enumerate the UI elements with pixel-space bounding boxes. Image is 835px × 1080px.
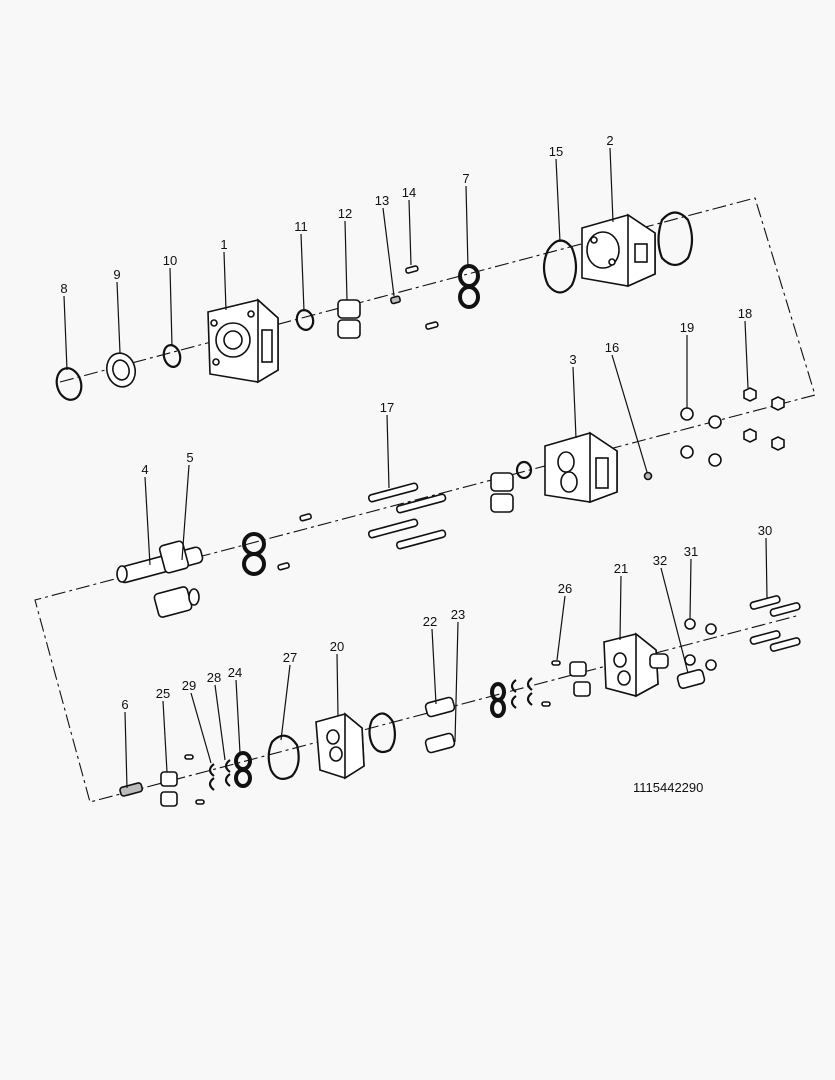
callout-4: 4 <box>141 462 148 477</box>
part-7-seals <box>458 264 480 309</box>
part-2-gasket <box>657 211 694 267</box>
part-row2-bearings <box>490 460 533 513</box>
callout-9: 9 <box>113 267 120 282</box>
part-32-valve <box>676 668 706 690</box>
part-18-nuts <box>743 387 785 451</box>
callout-6: 6 <box>121 697 128 712</box>
callout-1: 1 <box>220 237 227 252</box>
part-1-front-cover <box>207 298 279 384</box>
callout-26: 26 <box>558 581 572 596</box>
callout-13: 13 <box>375 193 389 208</box>
callout-21: 21 <box>614 561 628 576</box>
part-3-center-section <box>544 431 618 504</box>
part-24-seals <box>234 751 252 788</box>
callout-11: 11 <box>294 219 308 234</box>
part-row3-seals-clips <box>490 677 551 718</box>
callout-27: 27 <box>283 650 297 665</box>
callout-5: 5 <box>186 450 193 465</box>
drawing-reference-number: 1115442290 <box>633 780 703 795</box>
callout-17: 17 <box>380 400 394 415</box>
part-20-body <box>315 712 365 780</box>
part-26-pin <box>551 660 561 666</box>
assembly-axis <box>34 197 816 803</box>
part-29-28-clips <box>208 759 231 791</box>
callout-14: 14 <box>402 185 416 200</box>
part-10-ring <box>162 344 182 368</box>
part-25-bushings <box>160 754 205 807</box>
callout-8: 8 <box>60 281 67 296</box>
callout-31: 31 <box>684 544 698 559</box>
part-2-body <box>581 213 656 288</box>
part-30-bolts <box>749 595 801 652</box>
part-20-gasket <box>368 712 397 754</box>
part-8-snap-ring <box>55 367 83 401</box>
callout-10: 10 <box>163 253 177 268</box>
callout-24: 24 <box>228 665 242 680</box>
part-row2-seals <box>242 513 312 576</box>
callout-20: 20 <box>330 639 344 654</box>
callout-16: 16 <box>605 340 619 355</box>
callout-2: 2 <box>606 133 613 148</box>
callout-3: 3 <box>569 352 576 367</box>
part-5-gears <box>153 540 200 618</box>
callout-32: 32 <box>653 553 667 568</box>
part-19-washers <box>680 407 722 467</box>
part-27-gasket <box>267 734 300 781</box>
callout-labels: 1 2 3 4 5 6 7 8 9 10 11 12 13 14 15 16 1… <box>60 133 772 712</box>
part-15-gasket <box>542 239 578 294</box>
leader-lines <box>63 147 768 789</box>
part-11-ring <box>295 309 315 331</box>
callout-30: 30 <box>758 523 772 538</box>
callout-19: 19 <box>680 320 694 335</box>
part-9-seal <box>105 352 137 388</box>
part-row3-bushings <box>569 661 591 697</box>
callout-25: 25 <box>156 686 170 701</box>
part-16-plug <box>643 471 653 481</box>
part-13-pin <box>390 295 401 305</box>
part-14-pin <box>405 265 439 330</box>
callout-22: 22 <box>423 614 437 629</box>
part-21-rear-cover <box>603 632 669 698</box>
callout-15: 15 <box>549 144 563 159</box>
part-17-studs <box>367 482 447 550</box>
callout-18: 18 <box>738 306 752 321</box>
part-12-bearings <box>337 299 361 339</box>
callout-7: 7 <box>462 171 469 186</box>
callout-29: 29 <box>182 678 196 693</box>
callout-23: 23 <box>451 607 465 622</box>
part-22-23-gears <box>424 696 456 754</box>
callout-28: 28 <box>207 670 221 685</box>
part-6-plug <box>119 782 144 797</box>
callout-12: 12 <box>338 206 352 221</box>
